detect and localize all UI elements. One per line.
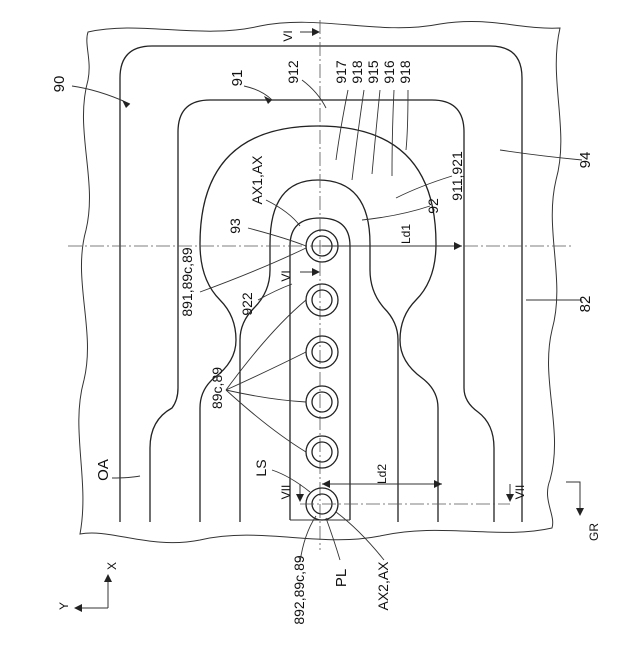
- label-axis-y: Y: [57, 602, 71, 610]
- label-gr: GR: [587, 523, 601, 541]
- label-ax2: AX2,AX: [375, 561, 391, 611]
- label-pl: PL: [333, 569, 350, 587]
- label-vi-top: VI: [281, 30, 295, 41]
- label-915: 915: [365, 60, 381, 84]
- axis-y-arrowhead: [74, 604, 82, 612]
- label-90: 90: [51, 76, 68, 93]
- hole-89c-2: [306, 284, 338, 316]
- leader-915: [372, 90, 380, 174]
- hole-89c-3: [306, 336, 338, 368]
- label-vii-left: VII: [279, 485, 293, 500]
- oa-underline: [112, 476, 140, 478]
- leader-89c-b: [226, 352, 306, 390]
- hole-89c-5: [306, 436, 338, 468]
- leader-92: [362, 206, 430, 220]
- frame-91-outline: [150, 100, 494, 522]
- label-93: 93: [227, 218, 243, 234]
- section-vi-top-arrow: [312, 28, 320, 36]
- label-oa: OA: [95, 459, 112, 481]
- leader-pl: [326, 518, 340, 560]
- label-891: 891,89c,89: [179, 247, 195, 316]
- leader-94: [500, 150, 582, 160]
- leader-89c-d: [226, 390, 306, 452]
- label-vii-right: VII: [513, 485, 527, 500]
- leader-912: [302, 80, 326, 108]
- label-918-b: 918: [397, 60, 413, 84]
- label-916: 916: [381, 60, 397, 84]
- label-ls: LS: [253, 459, 269, 476]
- label-94: 94: [577, 152, 594, 169]
- label-917: 917: [333, 60, 349, 84]
- label-ld1: Ld1: [399, 224, 413, 244]
- leader-ax2: [336, 512, 384, 560]
- section-vi-mid-arrow: [312, 268, 320, 276]
- label-vi-mid: VI: [279, 270, 293, 281]
- label-918-a: 918: [349, 60, 365, 84]
- label-912: 912: [285, 60, 301, 84]
- label-892: 892,89c,89: [291, 555, 307, 624]
- leader-90: [72, 86, 130, 104]
- leader-922: [258, 284, 292, 300]
- leader-90-arrow: [122, 100, 130, 108]
- gr-direction-arrowhead: [576, 508, 584, 516]
- label-ld2: Ld2: [375, 464, 389, 484]
- leader-916: [392, 90, 394, 176]
- dimension-ld1-arrowhead: [454, 242, 462, 250]
- dimension-ld2-arrowhead-left: [322, 480, 330, 488]
- leader-89c-a: [226, 300, 306, 390]
- channel-inner-outline: [200, 126, 438, 522]
- leader-93: [248, 228, 306, 246]
- label-axis-x: X: [105, 562, 119, 570]
- label-911-921: 911,921: [449, 151, 465, 201]
- label-922: 922: [239, 292, 255, 316]
- label-91: 91: [229, 70, 246, 87]
- hole-89c-4: [306, 386, 338, 418]
- section-vii-left-arrow: [296, 494, 304, 502]
- label-82: 82: [577, 296, 594, 313]
- axis-x-arrowhead: [104, 574, 112, 582]
- leader-918a: [352, 90, 364, 180]
- label-89c-89: 89c,89: [209, 367, 225, 409]
- gr-direction-line: [566, 482, 580, 512]
- label-ax1: AX1,AX: [249, 155, 265, 205]
- label-92: 92: [425, 198, 441, 214]
- leader-918b: [406, 90, 408, 150]
